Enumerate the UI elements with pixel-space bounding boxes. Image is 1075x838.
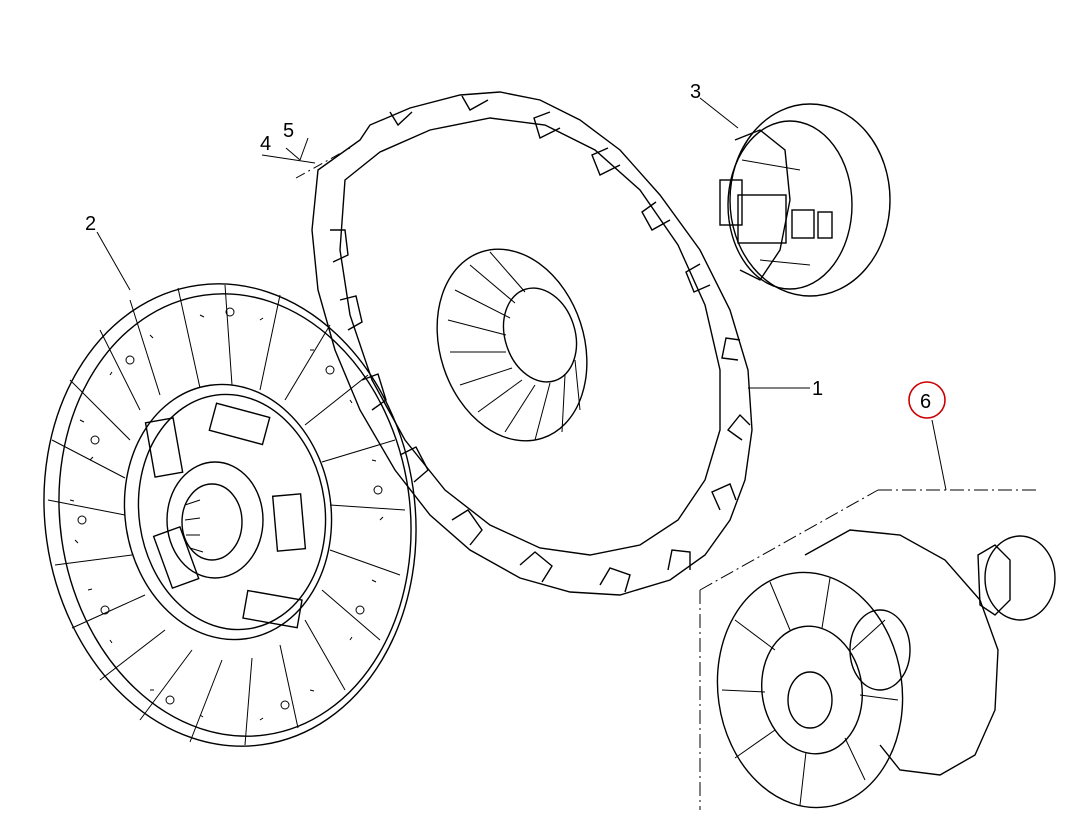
callout-6-highlight-circle xyxy=(908,381,946,419)
callout-1: 1 xyxy=(812,378,823,400)
clutch-kit-inset xyxy=(699,489,1056,810)
callout-5: 5 xyxy=(283,120,294,142)
callout-6: 6 xyxy=(920,391,931,413)
pressure-plate-assembly xyxy=(311,91,753,596)
clutch-disc xyxy=(43,283,417,747)
callout-3: 3 xyxy=(690,81,701,103)
callout-2: 2 xyxy=(85,213,96,235)
leader-lines xyxy=(96,97,947,491)
release-bearing xyxy=(719,103,891,297)
callout-4: 4 xyxy=(260,133,271,155)
